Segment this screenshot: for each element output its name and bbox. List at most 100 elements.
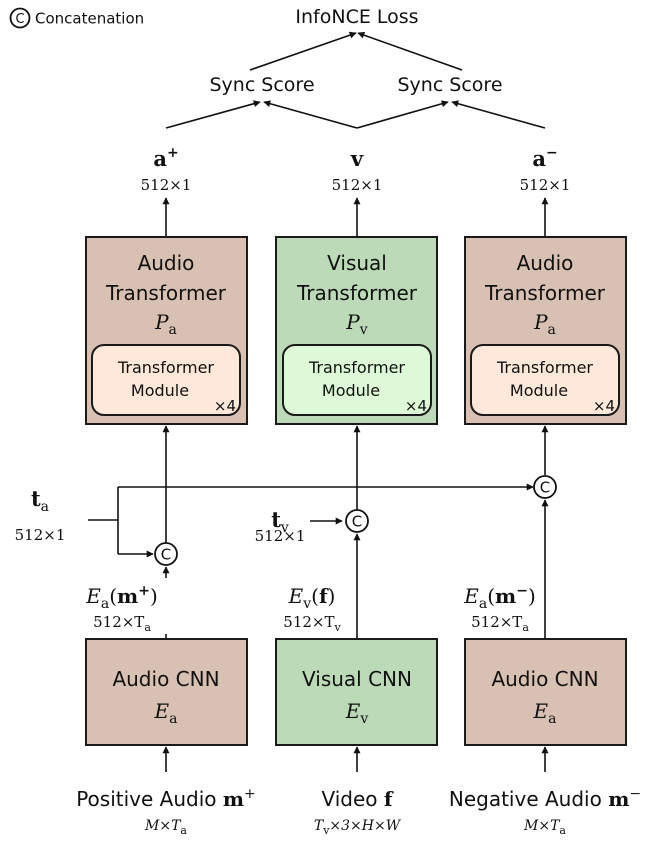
- transformer-symbol: P: [345, 310, 360, 334]
- feature-dims-sub: a: [144, 621, 151, 634]
- cnn-symbol: E: [154, 699, 170, 723]
- cnn-title: Audio CNN: [112, 667, 219, 691]
- svg-text:Tv×3×H×W: Tv×3×H×W: [314, 818, 402, 837]
- svg-text:a+: a+: [153, 145, 178, 171]
- arrow-v-to-score-right: [356, 100, 449, 129]
- feature-dims: 512×T: [93, 613, 144, 631]
- arrow-score-left-to-loss: [249, 31, 357, 71]
- embedding-dims: 512×1: [332, 176, 383, 194]
- token-dims: 512×1: [15, 526, 66, 544]
- embedding-symbol: v: [350, 146, 364, 171]
- svg-text:Video f: Video f: [321, 787, 393, 811]
- input-symbol: f: [384, 787, 394, 811]
- transformer-title-1: Audio: [517, 251, 574, 275]
- sync-score-left: Sync Score: [209, 74, 314, 96]
- transformer-module-box: [282, 344, 432, 416]
- transformer-symbol: P: [154, 310, 169, 334]
- concat-symbol: C: [352, 513, 362, 531]
- module-title-1: Transformer: [117, 358, 214, 377]
- transformer-symbol: P: [533, 310, 548, 334]
- input-label: Negative Audio: [449, 787, 608, 811]
- module-repeat: ×4: [593, 397, 615, 415]
- input-dims-sub: v: [322, 824, 330, 837]
- svg-text:Ev: Ev: [345, 699, 369, 727]
- svg-text:512×Tv: 512×Tv: [283, 613, 341, 634]
- infonce-loss-label: InfoNCE Loss: [295, 6, 418, 28]
- transformer-module-box: [91, 344, 241, 416]
- svg-text:512×Ta: 512×Ta: [471, 613, 529, 634]
- svg-text:M×Ta: M×Ta: [523, 818, 566, 837]
- input-dims-rest: ×3×H×W: [329, 818, 401, 834]
- audio-transformer-negative: Audio Transformer Pa Transformer Module …: [464, 236, 627, 425]
- cnn-title: Visual CNN: [302, 667, 412, 691]
- cnn-box: [275, 638, 438, 746]
- token-sub: a: [41, 499, 49, 515]
- feature-arg-sup: −: [516, 583, 528, 599]
- svg-text:Ev(f): Ev(f): [288, 584, 336, 612]
- arrow-apos-to-score: [165, 100, 261, 129]
- module-title-1: Transformer: [496, 358, 593, 377]
- visual-transformer: Visual Transformer Pv Transformer Module…: [275, 236, 438, 425]
- audio-cnn-positive: Audio CNN Ea: [85, 638, 248, 746]
- feature-func: E: [85, 584, 101, 608]
- transformer-sub: a: [548, 322, 556, 338]
- input-dims-sub: a: [559, 824, 566, 837]
- svg-text:Pa: Pa: [533, 310, 556, 338]
- svg-text:a−: a−: [532, 145, 557, 171]
- svg-text:Ea: Ea: [533, 699, 557, 727]
- feature-dims: 512×T: [283, 613, 334, 631]
- feature-visual: Ev(f) 512×Tv: [270, 578, 350, 634]
- transformer-module-box: [470, 344, 620, 416]
- feature-func: E: [463, 584, 479, 608]
- feature-arg-sup: +: [138, 583, 150, 599]
- concat-icon: [533, 475, 557, 499]
- feature-dims: 512×T: [471, 613, 522, 631]
- cnn-sub: a: [169, 711, 177, 727]
- embedding-symbol: a: [153, 146, 167, 171]
- embedding-sup: −: [546, 145, 558, 161]
- embedding-visual: v 512×1: [332, 146, 383, 194]
- svg-text:Pa: Pa: [154, 310, 177, 338]
- concat-icon: [345, 509, 369, 533]
- transformer-title-1: Visual: [327, 251, 387, 275]
- feature-arg: m: [117, 584, 138, 608]
- concat-icon: [154, 542, 178, 566]
- audio-token: ta 512×1: [15, 486, 66, 544]
- embedding-dims: 512×1: [520, 176, 571, 194]
- cnn-symbol: E: [533, 699, 549, 723]
- token-symbol: t: [31, 486, 41, 511]
- input-sup: −: [629, 786, 641, 802]
- transformer-title-2: Transformer: [296, 281, 418, 305]
- concat-positive: C: [154, 542, 178, 566]
- transformer-title-2: Transformer: [105, 281, 227, 305]
- legend-label: Concatenation: [35, 10, 144, 28]
- embedding-negative: a− 512×1: [520, 145, 571, 194]
- feature-func-sub: v: [302, 596, 311, 612]
- svg-text:Ea(m+): Ea(m+): [85, 583, 158, 612]
- input-symbol: m: [608, 787, 629, 811]
- transformer-sub: v: [359, 322, 368, 338]
- token-dims: 512×1: [255, 527, 306, 545]
- feature-negative: Ea(m−) 512×Ta: [456, 578, 538, 634]
- module-title-2: Module: [322, 381, 380, 400]
- transformer-sub: a: [169, 322, 177, 338]
- svg-text:Ea(m−): Ea(m−): [463, 583, 536, 612]
- cnn-sub: v: [359, 711, 368, 727]
- audio-cnn-negative: Audio CNN Ea: [464, 638, 627, 746]
- input-label: Positive Audio: [76, 787, 223, 811]
- svg-text:tv: tv: [271, 507, 289, 536]
- concat-negative: C: [533, 475, 557, 499]
- feature-func: E: [288, 584, 304, 608]
- arrow-v-to-score-left: [263, 100, 358, 129]
- input-sup: +: [244, 786, 256, 802]
- input-label: Video: [321, 787, 383, 811]
- feature-func-sub: a: [479, 596, 487, 612]
- svg-text:Pv: Pv: [345, 310, 367, 338]
- svg-text:ta: ta: [31, 486, 49, 515]
- svg-text:Positive Audio m+: Positive Audio m+: [76, 786, 256, 811]
- cnn-title: Audio CNN: [491, 667, 598, 691]
- legend-symbol: C: [15, 12, 24, 27]
- input-positive-audio: Positive Audio m+ M×Ta: [76, 786, 256, 837]
- cnn-box: [85, 638, 248, 746]
